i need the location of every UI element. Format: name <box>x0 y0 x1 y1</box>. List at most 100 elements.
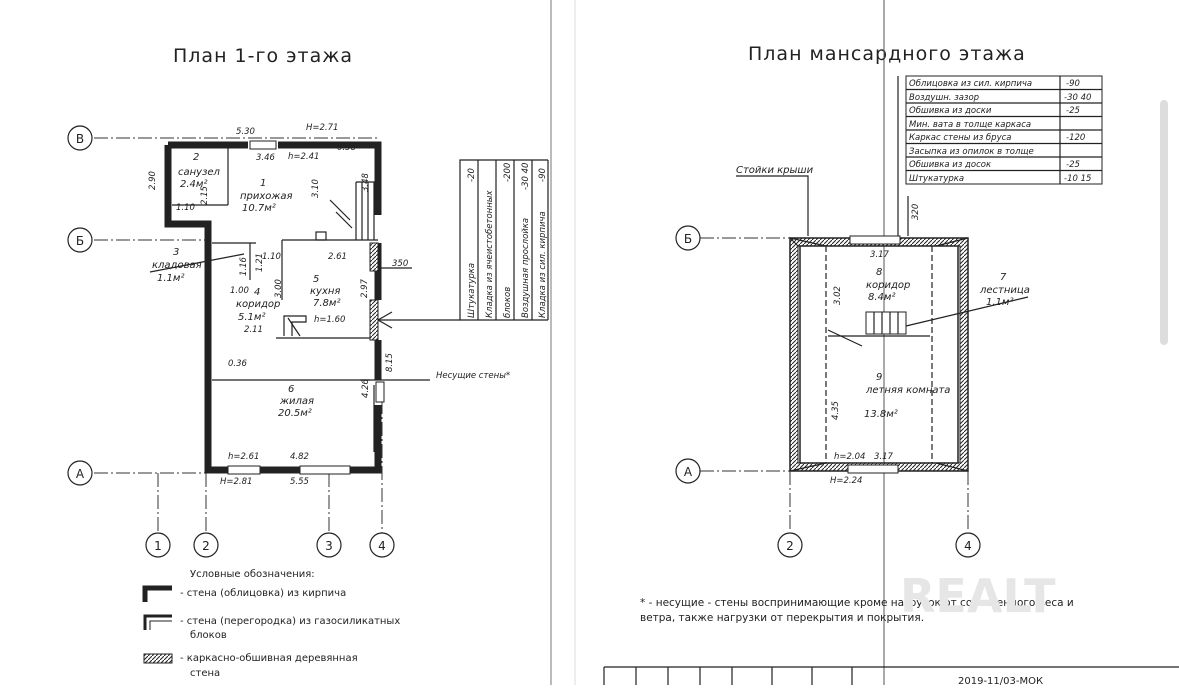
dim-530: 5.30 <box>236 127 255 137</box>
dim-h271: H=2.71 <box>306 123 338 133</box>
axis-bubble-b <box>67 227 93 253</box>
outer-walls <box>164 141 382 474</box>
svg-text:20.5м²: 20.5м² <box>278 408 312 419</box>
first-floor-plan: План 1-го этажа В Б А 1 2 3 4 <box>67 45 549 679</box>
attic-floor-plan: План мансардного этажа Облицовка из сил.… <box>603 0 1179 687</box>
svg-text:-120: -120 <box>1066 133 1085 143</box>
axis-bubble-1 <box>145 532 171 558</box>
svg-text:1.1м²: 1.1м² <box>157 273 184 284</box>
axis-label-2: 2 <box>202 539 210 553</box>
dim-317a: 3.17 <box>870 250 890 260</box>
dim-036: 0.36 <box>228 359 248 369</box>
svg-text:Обшивка из доски: Обшивка из доски <box>909 106 992 116</box>
dim-110a: 1.10 <box>176 203 195 213</box>
wall-layers-callout: Штукатурка -20 Кладка из ячеистобетонных… <box>377 159 549 329</box>
inner-walls <box>172 140 385 475</box>
axis-bubble-3 <box>316 532 342 558</box>
svg-text:13.8м²: 13.8м² <box>864 409 898 420</box>
attic-axis-label-4: 4 <box>964 539 972 553</box>
dim-310: 3.10 <box>311 179 321 198</box>
svg-text:лестница: лестница <box>979 285 1030 296</box>
footnote-line-2: ветра, также нагрузки от перекрытия и по… <box>640 612 924 624</box>
dim-346: 3.46 <box>256 153 276 163</box>
room-4-label: 4 коридор 5.1м² <box>236 287 280 323</box>
svg-text:2.4м²: 2.4м² <box>180 179 207 190</box>
dim-110b: 1.10 <box>262 252 281 262</box>
svg-text:Мин. вата в толще каркаса: Мин. вата в толще каркаса <box>909 120 1031 130</box>
svg-text:9: 9 <box>876 372 882 383</box>
dim-426: 4.26 <box>361 378 371 398</box>
svg-text:Штукатурка: Штукатурка <box>909 174 964 184</box>
svg-text:Обшивка из досок: Обшивка из досок <box>909 160 992 170</box>
room-3-label: 3 кладовая 1.1м² <box>149 247 245 284</box>
svg-text:8: 8 <box>876 267 882 278</box>
room-7-label: 7 лестница 1.1м² <box>905 272 1030 327</box>
svg-text:летняя комната: летняя комната <box>865 385 950 396</box>
dim-290: 2.90 <box>148 171 158 190</box>
axis-label-1: 1 <box>154 539 162 553</box>
axis-label-v: В <box>76 132 84 146</box>
dim-350: 350 <box>392 259 408 269</box>
svg-text:10.7м²: 10.7м² <box>242 203 276 214</box>
axis-label-b: Б <box>76 234 84 248</box>
attic-axis-label-2: 2 <box>786 539 794 553</box>
svg-text:коридор: коридор <box>866 280 910 291</box>
bearing-walls-note: Несущие стены* <box>436 371 510 381</box>
attic-axis-bubble-2 <box>777 532 803 558</box>
svg-text:-20: -20 <box>467 168 477 182</box>
attic-axis-bubble-4 <box>955 532 981 558</box>
scrollbar-thumb[interactable] <box>1160 100 1168 345</box>
dim-302: 3.02 <box>833 286 843 305</box>
svg-text:-200: -200 <box>503 163 513 182</box>
room-8-label: 8 коридор 8.4м² <box>866 267 910 303</box>
svg-text:1: 1 <box>260 178 266 189</box>
dim-320: 320 <box>911 204 921 220</box>
dim-317b: 3.17 <box>874 452 894 462</box>
svg-text:-30 40: -30 40 <box>521 163 531 190</box>
svg-text:коридор: коридор <box>236 299 280 310</box>
svg-text:Кладка из сил. кирпича: Кладка из сил. кирпича <box>538 211 548 318</box>
dim-555: 5.55 <box>290 477 309 487</box>
axis-bubble-a <box>67 460 93 486</box>
svg-text:5: 5 <box>313 274 319 285</box>
legend-item-gas-block: - стена (перегородка) из газосиликатных <box>180 616 400 627</box>
drawing-code: 2019-11/03-МОК <box>958 676 1043 685</box>
room-1-label: 1 прихожая 10.7м² <box>240 178 293 214</box>
dim-H281: H=2.81 <box>220 477 252 487</box>
first-floor-title: План 1-го этажа <box>173 45 353 67</box>
attic-walls <box>788 235 969 474</box>
dim-297: 2.97 <box>360 278 370 298</box>
room-5-label: 5 кухня 7.8м² <box>310 274 340 309</box>
watermark: REALT <box>900 569 1056 623</box>
svg-text:жилая: жилая <box>279 396 314 407</box>
dim-482: 4.82 <box>290 452 309 462</box>
dim-h261: h=2.61 <box>228 452 259 462</box>
dim-038: 0.38 <box>337 143 357 153</box>
axis-label-3: 3 <box>325 539 333 553</box>
svg-text:Облицовка из сил. кирпича: Облицовка из сил. кирпича <box>909 79 1032 89</box>
dim-211: 2.11 <box>244 325 263 335</box>
svg-text:Воздушн. зазор: Воздушн. зазор <box>909 93 979 103</box>
room-9-label: 9 летняя комната 13.8м² <box>864 372 950 420</box>
axis-label-a: А <box>76 467 85 481</box>
title-block: 2019-11/03-МОК <box>603 666 1179 687</box>
roof-posts-label: Стойки крыши <box>736 165 814 176</box>
svg-text:4: 4 <box>254 287 260 298</box>
attic-axis-label-a: А <box>684 465 693 479</box>
attic-floor-title: План мансардного этажа <box>748 43 1026 65</box>
svg-text:2: 2 <box>193 152 199 163</box>
svg-text:Каркас стены из бруса: Каркас стены из бруса <box>909 133 1011 143</box>
dim-435: 4.35 <box>831 401 841 420</box>
svg-text:-25: -25 <box>1066 106 1080 116</box>
svg-text:стена: стена <box>190 668 220 679</box>
svg-text:блоков: блоков <box>190 630 227 641</box>
svg-text:7: 7 <box>1000 272 1007 283</box>
svg-text:Кладка из ячеистобетонных: Кладка из ячеистобетонных <box>485 189 495 318</box>
room-6-label: 6 жилая 20.5м² <box>278 384 314 419</box>
legend-item-brick: - стена (облицовка) из кирпича <box>180 588 346 599</box>
dim-300: 3.00 <box>274 279 284 298</box>
svg-text:3: 3 <box>173 247 179 258</box>
svg-text:-25: -25 <box>1066 160 1080 170</box>
room-2-label: 2 санузел 2.4м² <box>178 152 221 190</box>
